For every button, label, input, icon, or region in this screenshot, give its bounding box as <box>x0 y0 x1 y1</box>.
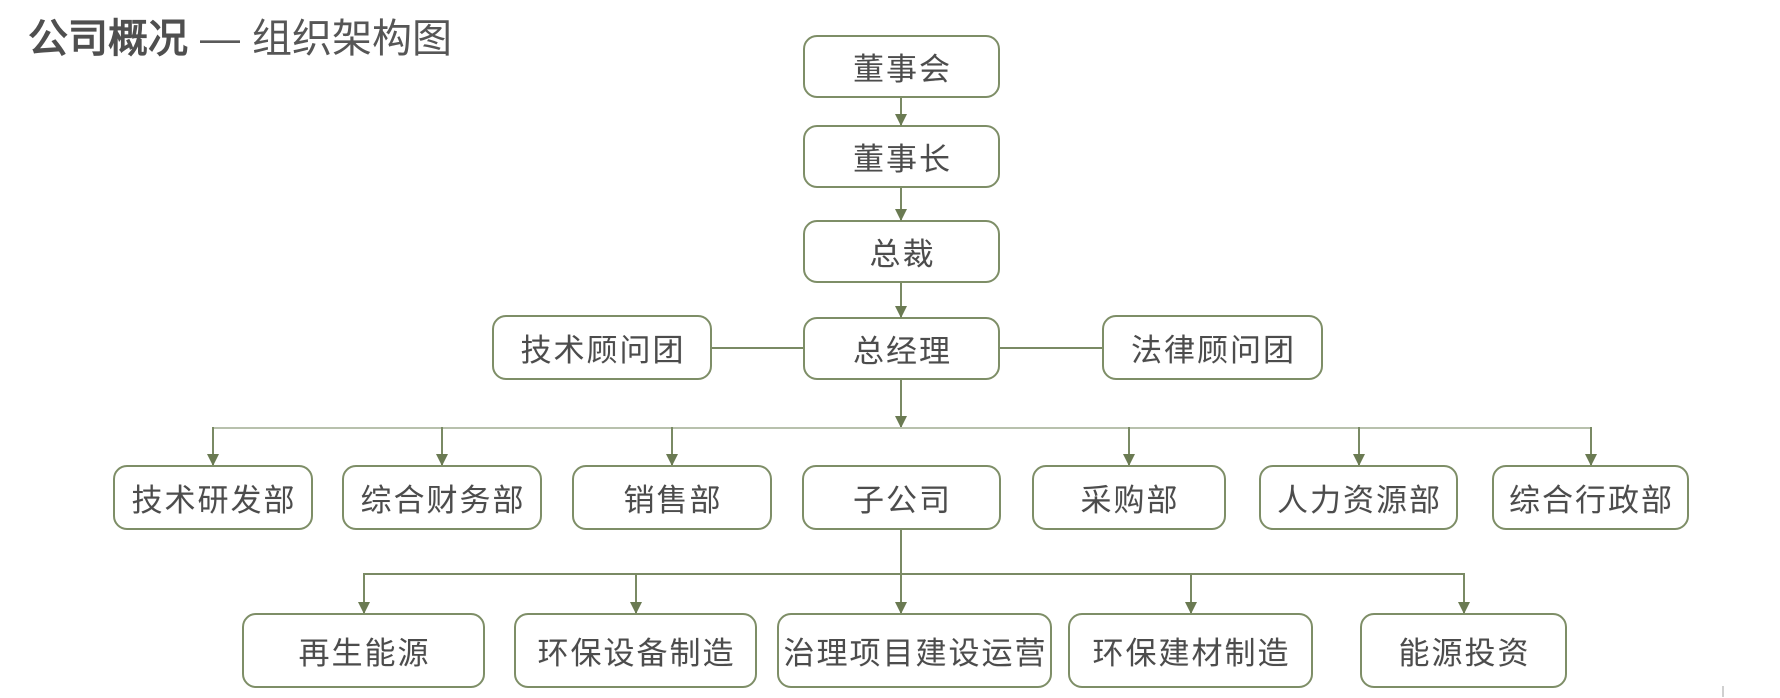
title-dash: — <box>200 17 240 61</box>
corner-tick-mark <box>1722 686 1724 697</box>
arrow-president-to-gm <box>900 283 902 317</box>
org-node-sub-equipment-mfg[interactable]: 环保设备制造 <box>514 613 757 688</box>
org-node-dept-admin[interactable]: 综合行政部 <box>1492 465 1689 530</box>
arrow-board-to-chairman <box>900 98 902 125</box>
arrow-bus-to-finance-dept <box>441 427 443 465</box>
arrow-bus-to-purchasing-dept <box>1128 427 1130 465</box>
arrow-gm-to-department-bus <box>900 380 902 427</box>
org-node-legal-advisory[interactable]: 法律顾问团 <box>1102 315 1323 380</box>
title-subtitle: 组织架构图 <box>252 17 452 61</box>
title-company: 公司概况 <box>28 17 188 61</box>
org-node-sub-energy-investment[interactable]: 能源投资 <box>1360 613 1567 688</box>
org-node-dept-subsidiaries[interactable]: 子公司 <box>802 465 1001 530</box>
arrow-bus-to-energy-investment <box>1463 573 1465 613</box>
org-node-sub-renewable-energy[interactable]: 再生能源 <box>242 613 485 688</box>
arrow-bus-to-equipment-mfg <box>635 573 637 613</box>
bus-line-departments <box>212 427 1591 429</box>
org-node-dept-rd[interactable]: 技术研发部 <box>113 465 313 530</box>
org-node-dept-hr[interactable]: 人力资源部 <box>1259 465 1458 530</box>
org-node-chairman[interactable]: 董事长 <box>803 125 1000 188</box>
arrow-subsidiaries-to-governance <box>900 530 902 613</box>
arrow-chairman-to-president <box>900 188 902 220</box>
org-node-sub-materials-mfg[interactable]: 环保建材制造 <box>1068 613 1313 688</box>
connector-gm-legal-advisory <box>1000 347 1102 349</box>
arrow-bus-to-rd-dept <box>212 427 214 465</box>
arrow-bus-to-materials-mfg <box>1190 573 1192 613</box>
org-node-dept-purchasing[interactable]: 采购部 <box>1032 465 1226 530</box>
org-node-dept-sales[interactable]: 销售部 <box>572 465 772 530</box>
connector-tech-advisory-gm <box>712 347 803 349</box>
arrow-bus-to-sales-dept <box>671 427 673 465</box>
arrow-bus-to-admin-dept <box>1590 427 1592 465</box>
org-node-dept-finance[interactable]: 综合财务部 <box>342 465 542 530</box>
org-node-tech-advisory[interactable]: 技术顾问团 <box>492 315 712 380</box>
org-node-sub-governance-projects[interactable]: 治理项目建设运营 <box>777 613 1052 688</box>
page-title: 公司概况 — 组织架构图 <box>28 6 452 64</box>
org-node-president[interactable]: 总裁 <box>803 220 1000 283</box>
arrow-bus-to-hr-dept <box>1358 427 1360 465</box>
arrow-bus-to-renewable-energy <box>363 573 365 613</box>
org-node-general-manager[interactable]: 总经理 <box>803 317 1000 380</box>
bus-line-subsidiaries <box>363 573 1464 575</box>
org-node-board[interactable]: 董事会 <box>803 35 1000 98</box>
